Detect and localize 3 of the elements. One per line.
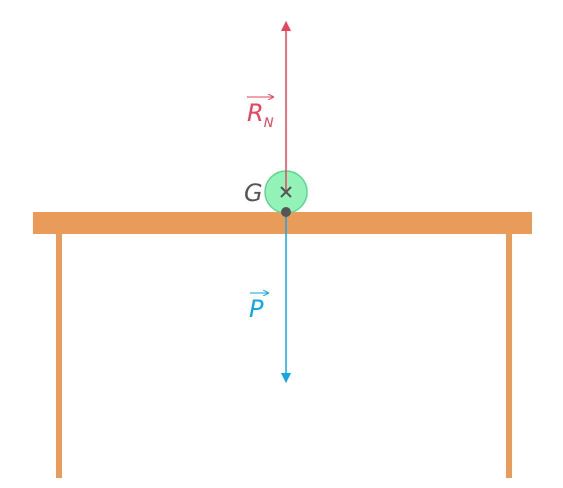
force-label: R$_{N}$ xyxy=(247,101,274,130)
force-label: P xyxy=(249,297,264,321)
point-label: G xyxy=(244,181,263,205)
